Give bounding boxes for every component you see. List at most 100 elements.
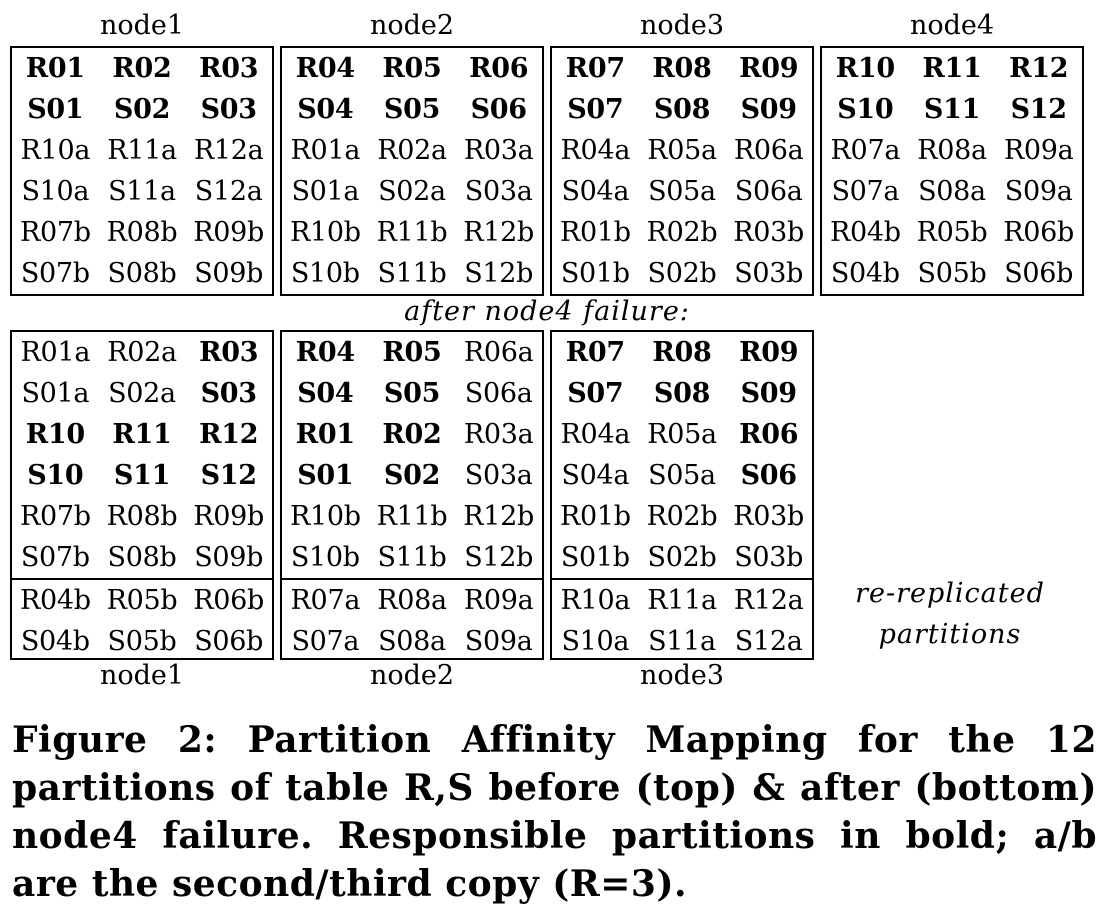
partition-cell: S09a [464,626,533,657]
partition-cell: R04 [295,337,355,368]
partition-cell: R06b [1003,217,1075,248]
partition-cell: R12b [463,217,535,248]
partitions-label: partitions [878,619,1022,650]
partition-cell: S06 [740,460,797,491]
partition-cell: R06 [739,419,799,450]
partition-cell: R07b [19,501,91,532]
partition-cell: R02b [646,501,718,532]
partition-cell: S04b [830,258,900,289]
partition-cell: R09a [1003,135,1074,166]
partition-cell: R12 [1009,53,1069,84]
partition-cell: S10 [27,460,84,491]
partition-cell: R08a [377,585,447,616]
partition-cell: S02 [383,460,441,491]
partition-cell: S07b [20,542,90,573]
partition-cell: R08b [106,501,178,532]
partition-cell: R07 [565,53,625,84]
partition-cell: S10 [837,94,894,125]
partition-cell: R12a [733,585,804,616]
partition-cell: R09 [739,53,799,84]
partition-cell: S06 [470,94,527,125]
partition-cell: S07a [291,626,360,657]
partition-cell: R10a [560,585,631,616]
partition-cell: R06 [469,53,529,84]
partition-cell: S03b [734,542,804,573]
partition-cell: S09a [1004,176,1073,207]
partition-cell: S07 [567,94,624,125]
partition-cell: R02a [377,135,447,166]
partition-cell: S12 [1010,94,1067,125]
partition-cell: S08a [378,626,446,657]
partition-cell: S08b [107,542,177,573]
partition-cell: S11 [113,460,171,491]
after-failure-note: after node4 failure: [404,296,690,327]
partition-cell: S05 [383,94,441,125]
partition-cell: S02 [113,94,171,125]
partition-cell: S12a [194,176,263,207]
partition-cell: S01b [560,542,630,573]
partition-cell: R02 [382,419,442,450]
partition-cell: R11a [647,585,717,616]
partition-cell: S10b [290,258,360,289]
partition-cell: S05a [648,176,716,207]
partition-cell: R01a [20,337,91,368]
partition-cell: S09b [194,258,264,289]
re-replicated-label: re-replicated [855,578,1045,609]
partition-cell: S08 [653,378,711,409]
partition-cell: S08 [653,94,711,125]
partition-cell: R10 [25,419,85,450]
partition-cell: S07a [831,176,900,207]
re-replicated-divider [12,578,272,580]
partition-cell: S06a [464,378,533,409]
partition-cell: R12a [193,135,264,166]
partition-cell: S01a [291,176,360,207]
partition-cell: S05b [107,626,177,657]
partition-cell: R02 [112,53,172,84]
partition-cell: S10b [290,542,360,573]
partition-cell: S11a [108,176,176,207]
partition-cell: R04 [295,53,355,84]
top-node-label-2: node2 [369,10,455,41]
partition-cell: S11b [377,542,447,573]
partition-cell: R04a [560,419,631,450]
partition-cell: R08b [106,217,178,248]
partition-cell: S09b [194,542,264,573]
partition-cell: S03b [734,258,804,289]
partition-cell: R03a [463,419,534,450]
partition-cell: R11 [112,419,172,450]
partition-cell: S06b [194,626,264,657]
partition-cell: R04b [829,217,901,248]
partition-cell: R09b [193,501,265,532]
partition-cell: R03b [733,217,805,248]
partition-cell: S04a [561,176,630,207]
top-node-label-1: node1 [99,10,185,41]
partition-cell: S08a [918,176,986,207]
partition-cell: R10b [289,501,361,532]
partition-cell: S03a [464,460,533,491]
partition-cell: S08b [107,258,177,289]
partition-cell: R10b [289,217,361,248]
partition-cell: R12b [463,501,535,532]
partition-cell: S11 [923,94,981,125]
partition-cell: R10a [20,135,91,166]
partition-cell: S04 [297,378,354,409]
partition-cell: R11b [376,217,448,248]
bottom-node-label-2: node2 [369,660,455,691]
partition-cell: S01b [560,258,630,289]
bottom-node-label-3: node3 [639,660,725,691]
partition-cell: R07 [565,337,625,368]
partition-cell: R02a [107,337,177,368]
partition-cell: R04b [19,585,91,616]
partition-cell: S12 [200,460,257,491]
partition-cell: R08a [917,135,987,166]
partition-cell: R06a [463,337,534,368]
partition-cell: S07 [567,378,624,409]
partition-cell: S02b [647,258,717,289]
partition-cell: S09 [740,378,797,409]
partition-cell: R03b [733,501,805,532]
partition-cell: R07b [19,217,91,248]
partition-cell: R01b [559,501,631,532]
